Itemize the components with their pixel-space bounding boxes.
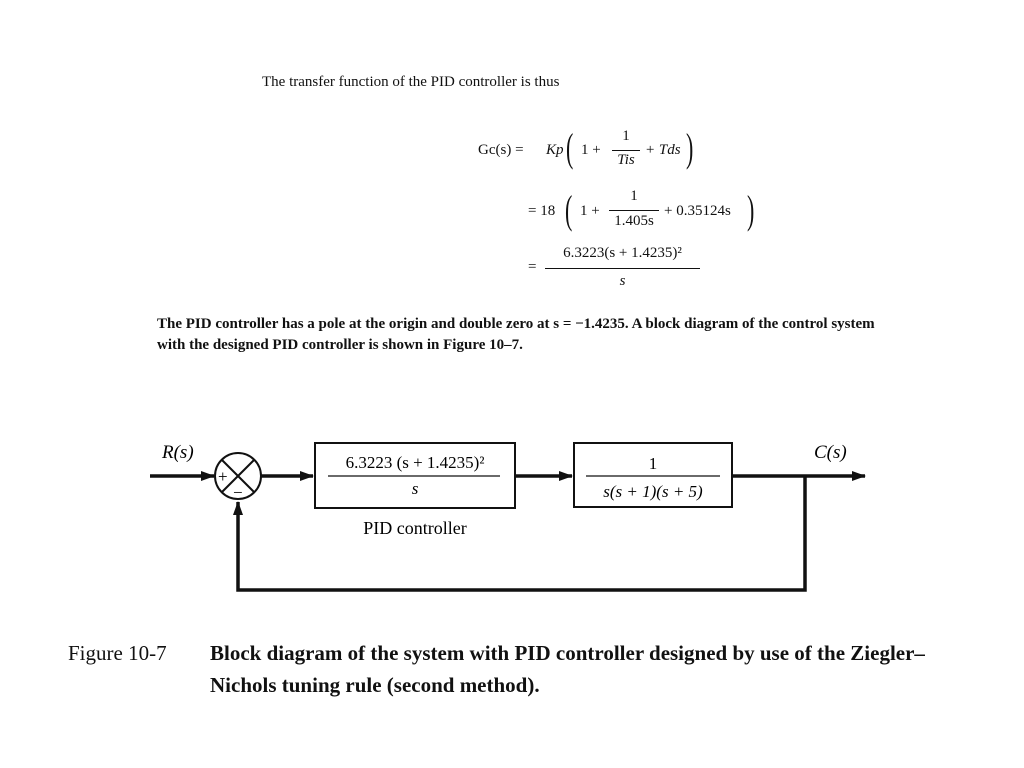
plant-numerator: 1 <box>649 454 658 473</box>
eq1-one: 1 + <box>581 142 601 158</box>
summing-junction <box>214 452 262 500</box>
input-label: R(s) <box>161 442 194 463</box>
eq3-fraction-bar <box>545 268 700 269</box>
pid-label: PID controller <box>363 518 466 538</box>
eq2-one: 1 + <box>580 203 600 219</box>
eq1-open-paren: ( <box>565 125 574 170</box>
eq1-lhs: Gc(s) = <box>478 142 524 158</box>
figure-number: Figure 10-7 <box>68 641 167 665</box>
output-label: C(s) <box>814 442 847 463</box>
eq1-numerator: 1 <box>622 128 630 144</box>
eq3-lhs: = <box>528 259 537 275</box>
eq2-close-paren: ) <box>746 187 755 232</box>
eq2-tail: + 0.35124s <box>664 203 731 219</box>
eq1-tail: + Tds <box>645 142 681 158</box>
plant-denominator: s(s + 1)(s + 5) <box>603 482 703 501</box>
intro-text: The transfer function of the PID control… <box>262 74 560 90</box>
eq1-fraction-bar <box>612 150 640 151</box>
eq2-fraction-bar <box>609 210 659 211</box>
eq3-numerator: 6.3223(s + 1.4235)² <box>563 245 682 261</box>
figure-caption-text: Block diagram of the system with PID con… <box>210 641 925 697</box>
pid-numerator: 6.3223 (s + 1.4235)² <box>346 453 485 472</box>
body-paragraph: The PID controller has a pole at the ori… <box>157 316 875 353</box>
eq1-close-paren: ) <box>685 125 694 170</box>
eq2-denominator: 1.405s <box>614 213 654 229</box>
eq1-denominator: Tis <box>617 152 635 168</box>
eq1-kp: Kp <box>546 142 564 158</box>
eq2-lhs: = 18 <box>528 203 556 219</box>
plant-block <box>573 442 733 508</box>
feedback-path <box>233 476 807 592</box>
block-diagram: + − 6.3223 (s + 1.4235)² s PID controlle… <box>150 442 866 592</box>
eq2-numerator: 1 <box>630 188 638 204</box>
summing-minus-sign: − <box>233 483 243 502</box>
eq3-denominator: s <box>619 273 626 289</box>
summing-plus-sign: + <box>218 467 228 486</box>
pid-denominator: s <box>412 479 419 498</box>
eq2-open-paren: ( <box>564 187 573 232</box>
eq1-fraction: 1 <box>612 128 640 145</box>
